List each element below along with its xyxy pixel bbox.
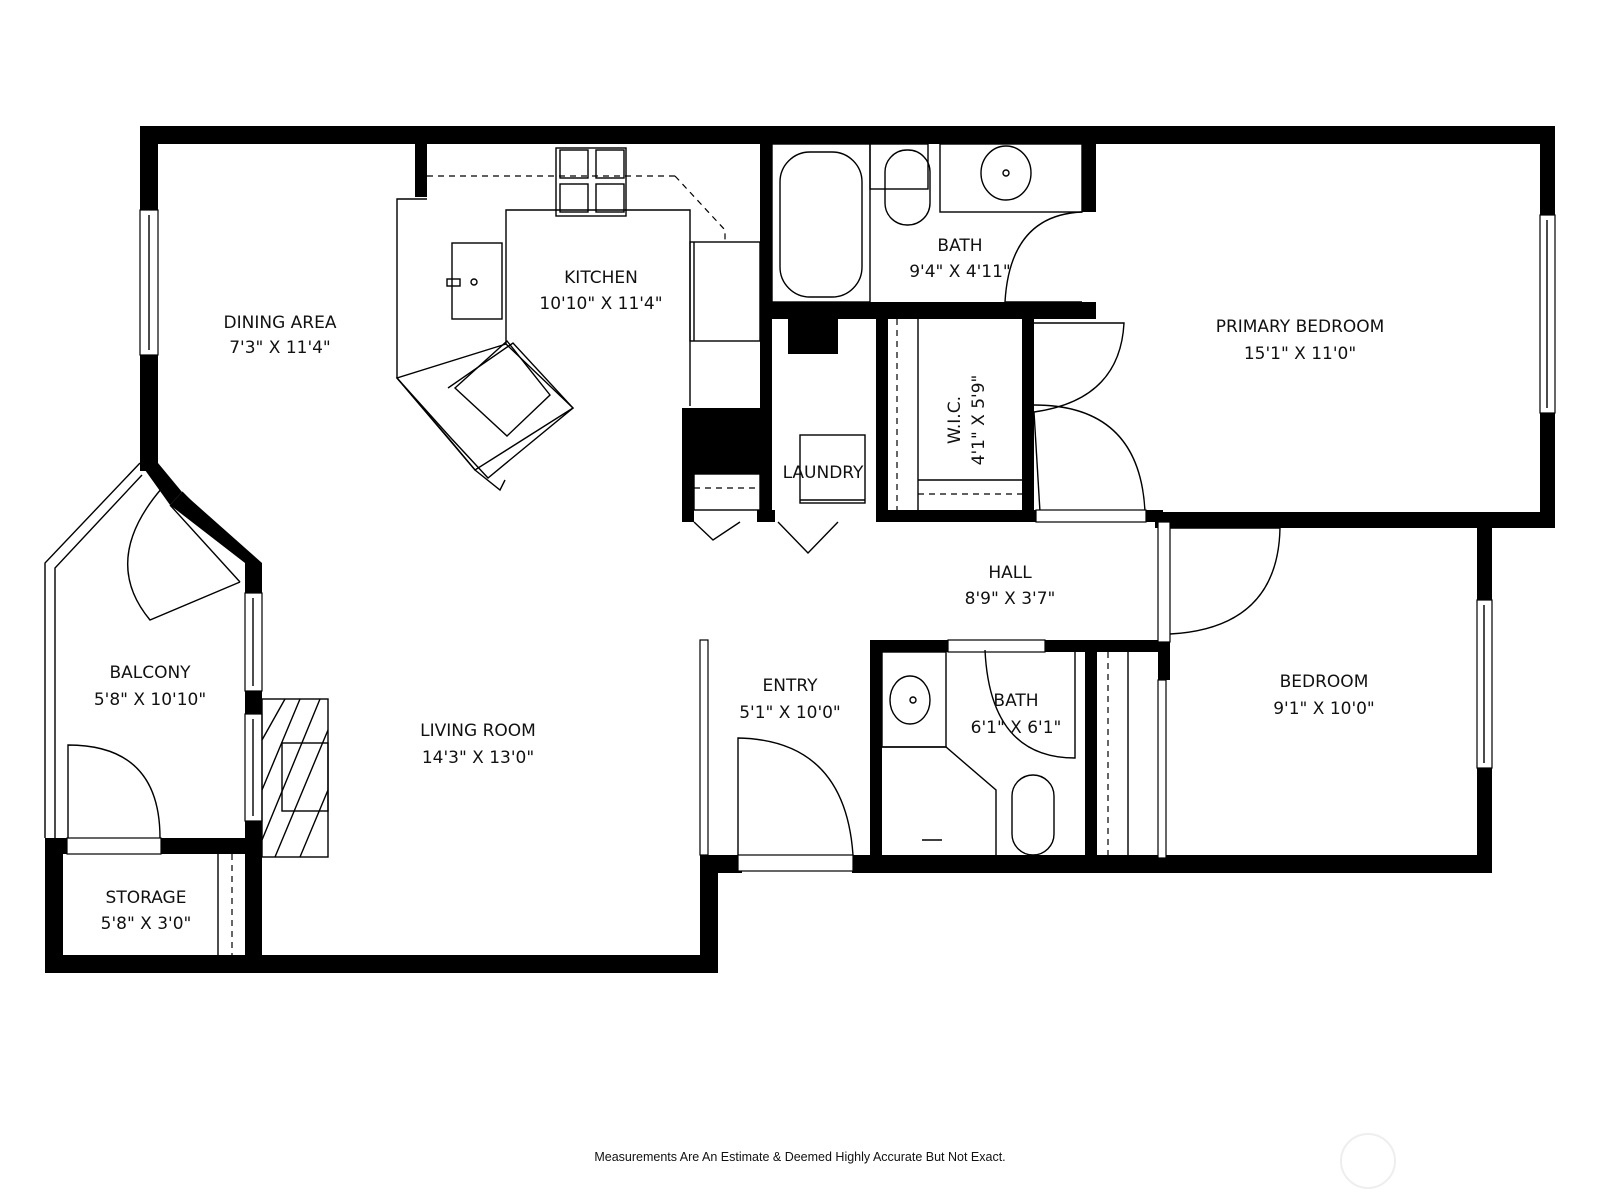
label-primary-bath-name: BATH bbox=[937, 236, 982, 256]
walls bbox=[45, 126, 1555, 973]
label-balcony-dims: 5'8" X 10'10" bbox=[94, 690, 206, 710]
label-wic-dims: 4'1" X 5'9" bbox=[969, 375, 989, 466]
label-bedroom-name: BEDROOM bbox=[1280, 672, 1369, 692]
label-storage-dims: 5'8" X 3'0" bbox=[101, 914, 192, 934]
label-entry-name: ENTRY bbox=[763, 676, 819, 696]
label-living-room-name: LIVING ROOM bbox=[420, 721, 536, 741]
hall-bedroom-fixtures bbox=[1035, 509, 1281, 859]
label-dining-area-dims: 7'3" X 11'4" bbox=[229, 338, 331, 358]
label-living-room-dims: 14'3" X 13'0" bbox=[422, 748, 534, 768]
label-hall-name: HALL bbox=[988, 563, 1032, 583]
measurement-disclaimer: Measurements Are An Estimate & Deemed Hi… bbox=[594, 1150, 1006, 1164]
label-primary-bedroom-name: PRIMARY BEDROOM bbox=[1216, 317, 1385, 337]
circle-logo-watermark-icon bbox=[1340, 1133, 1396, 1189]
label-laundry-name: LAUNDRY bbox=[783, 463, 864, 483]
label-bedroom-dims: 9'1" X 10'0" bbox=[1273, 699, 1375, 719]
windows bbox=[66, 209, 1556, 872]
entry-door bbox=[737, 737, 854, 856]
label-entry-dims: 5'1" X 10'0" bbox=[739, 703, 841, 723]
balcony-outline bbox=[44, 462, 253, 839]
label-dining-area-name: DINING AREA bbox=[224, 313, 337, 333]
primary-bath-fixtures bbox=[771, 143, 1083, 303]
label-primary-bath-dims: 9'4" X 4'11" bbox=[909, 262, 1011, 282]
label-storage-name: STORAGE bbox=[106, 888, 187, 908]
label-second-bath-name: BATH bbox=[993, 691, 1038, 711]
label-kitchen-dims: 10'10" X 11'4" bbox=[539, 294, 662, 314]
label-hall-dims: 8'9" X 3'7" bbox=[965, 589, 1056, 609]
laundry-wic-fixtures bbox=[799, 319, 1146, 513]
label-balcony-name: BALCONY bbox=[109, 663, 191, 683]
room-labels: DINING AREA 7'3" X 11'4" KITCHEN 10'10" … bbox=[94, 236, 1384, 934]
kitchen-fixtures bbox=[395, 147, 839, 555]
label-kitchen-name: KITCHEN bbox=[564, 268, 638, 288]
label-wic-name: W.I.C. bbox=[945, 396, 965, 444]
label-primary-bedroom-dims: 15'1" X 11'0" bbox=[1244, 344, 1356, 364]
second-bath-fixtures bbox=[881, 649, 1076, 856]
label-second-bath-dims: 6'1" X 6'1" bbox=[971, 718, 1062, 738]
fireplace bbox=[261, 698, 329, 858]
storage-details bbox=[217, 854, 233, 955]
